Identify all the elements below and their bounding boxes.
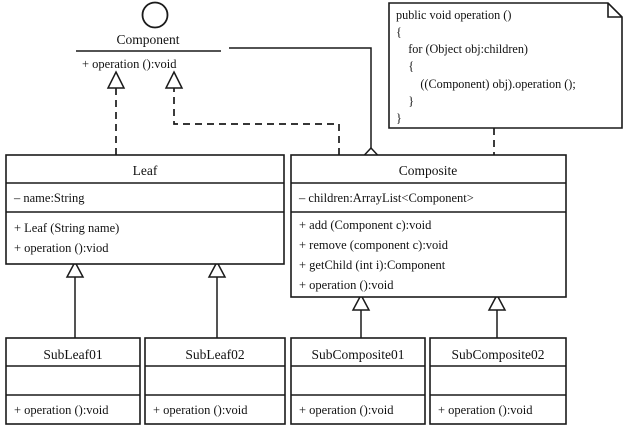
- class-box-leaf[interactable]: Leaf – name:String + Leaf (String name) …: [5, 154, 285, 265]
- class-leaf-operation-0: + Leaf (String name): [14, 221, 119, 235]
- note-box[interactable]: public void operation () { for (Object o…: [388, 2, 623, 129]
- note-line-5: }: [396, 94, 414, 108]
- note-line-4: ((Component) obj).operation ();: [396, 77, 576, 91]
- class-composite-operation-1: + remove (component c):void: [299, 238, 449, 252]
- note-line-1: {: [396, 25, 402, 39]
- interface-component-operation-0: + operation ():void: [82, 57, 177, 71]
- class-leaf-frame: [5, 154, 285, 265]
- class-composite-operation-0: + add (Component c):void: [299, 218, 432, 232]
- class-composite-operation-3: + operation ():void: [299, 278, 394, 292]
- class-subleaf02-frame: [144, 337, 286, 425]
- class-leaf-operation-1: + operation ():viod: [14, 241, 109, 255]
- class-box-subleaf02[interactable]: SubLeaf02 + operation ():void: [144, 337, 286, 425]
- note-line-2: for (Object obj:children): [396, 42, 528, 56]
- class-box-subleaf01[interactable]: SubLeaf01 + operation ():void: [5, 337, 141, 425]
- class-subleaf01-frame: [5, 337, 141, 425]
- note-line-0: public void operation (): [396, 8, 511, 22]
- note-line-3: {: [396, 59, 414, 73]
- class-subcomposite02-frame: [429, 337, 567, 425]
- class-subcomposite01-title: SubComposite01: [311, 347, 404, 362]
- note-line-6: }: [396, 111, 402, 125]
- interface-component[interactable]: Component + operation ():void: [76, 1, 221, 72]
- class-box-composite[interactable]: Composite – children:ArrayList<Component…: [290, 154, 567, 298]
- realization-triangle-composite-icon: [164, 70, 184, 89]
- class-leaf-attribute-0: – name:String: [13, 191, 85, 205]
- class-subcomposite01-frame: [290, 337, 426, 425]
- interface-component-title: Component: [117, 32, 180, 47]
- class-subleaf01-operation-0: + operation ():void: [14, 403, 109, 417]
- class-composite-operation-2: + getChild (int i):Component: [299, 258, 446, 272]
- realization-triangle-leaf-icon: [106, 70, 126, 89]
- note-box-body: [388, 2, 623, 129]
- class-box-subcomposite02[interactable]: SubComposite02 + operation ():void: [429, 337, 567, 425]
- class-composite-frame: [290, 154, 567, 298]
- generalization-triangle-subcomposite01-icon: [351, 293, 371, 311]
- class-box-subcomposite01[interactable]: SubComposite01 + operation ():void: [290, 337, 426, 425]
- class-subcomposite02-title: SubComposite02: [451, 347, 544, 362]
- edge-composite-realizes-component: [173, 88, 340, 155]
- note-corner-fold-icon: [607, 3, 622, 18]
- lollipop-circle-icon: [141, 1, 169, 29]
- edge-composite-aggregates-component: [229, 47, 372, 148]
- class-leaf-title: Leaf: [133, 163, 158, 178]
- generalization-triangle-subleaf01-icon: [65, 260, 85, 278]
- class-subcomposite02-operation-0: + operation ():void: [438, 403, 533, 417]
- generalization-triangle-subcomposite02-icon: [487, 293, 507, 311]
- class-subleaf02-operation-0: + operation ():void: [153, 403, 248, 417]
- class-composite-title: Composite: [399, 163, 458, 178]
- class-subleaf01-title: SubLeaf01: [43, 347, 102, 362]
- class-composite-attribute-0: – children:ArrayList<Component>: [298, 191, 474, 205]
- class-subleaf02-title: SubLeaf02: [185, 347, 244, 362]
- generalization-triangle-subleaf02-icon: [207, 260, 227, 278]
- class-subcomposite01-operation-0: + operation ():void: [299, 403, 394, 417]
